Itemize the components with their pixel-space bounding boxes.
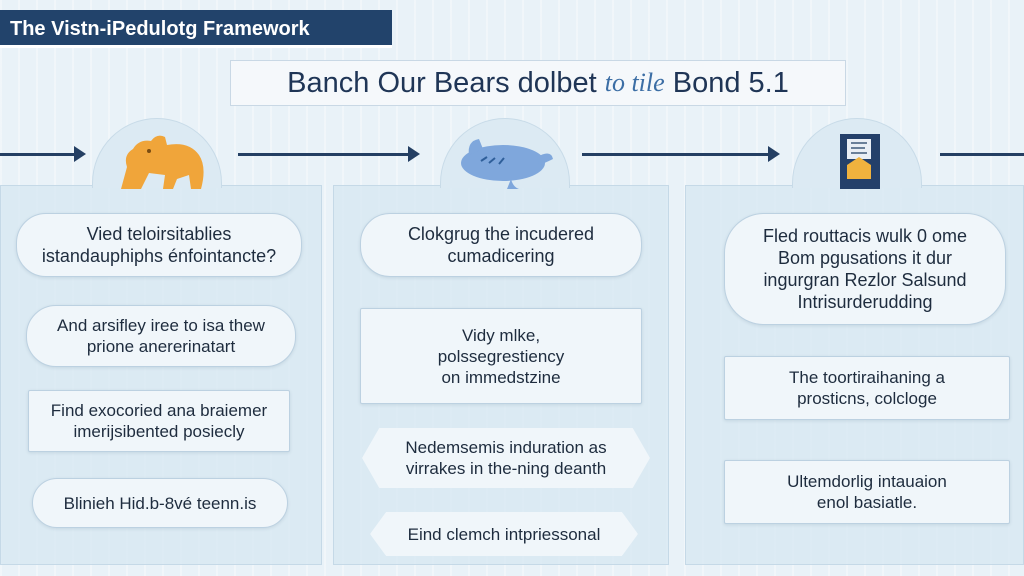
card-c2-1: Clokgrug the incudered cumadicering bbox=[360, 213, 642, 277]
flow-arrow-2 bbox=[238, 146, 420, 162]
card-c3-3: Ultemdorlig intauaion enol basiatle. bbox=[724, 460, 1010, 524]
flow-arrow-1 bbox=[0, 146, 86, 162]
title-main: Banch Our Bears dolbet bbox=[287, 66, 597, 99]
bond-document-icon bbox=[840, 134, 880, 189]
pig-icon-dome bbox=[440, 118, 570, 189]
card-c2-4: Eind clemch intpriessonal bbox=[370, 512, 638, 556]
framework-tag: The Vistn-iPedulotg Framework bbox=[0, 10, 392, 48]
page-title: Banch Our Bears dolbet to tile Bond 5.1 bbox=[230, 60, 846, 106]
card-c1-4: Blinieh Hid.b-8vé teenn.is bbox=[32, 478, 288, 528]
card-c3-1: Fled routtacis wulk 0 ome Bom pgusations… bbox=[724, 213, 1006, 325]
pig-icon bbox=[461, 139, 553, 189]
card-c2-2: Vidy mlke, polssegrestiency on immedstzi… bbox=[360, 308, 642, 404]
bond-icon-dome bbox=[792, 118, 922, 189]
card-c3-2: The toortiraihaning a prosticns, colclog… bbox=[724, 356, 1010, 420]
title-end: Bond 5.1 bbox=[672, 66, 789, 99]
flow-arrow-4 bbox=[940, 153, 1024, 156]
card-c2-3: Nedemsemis induration as virrakes in the… bbox=[362, 428, 650, 488]
bear-icon-dome bbox=[92, 118, 222, 189]
card-c1-2: And arsifley iree to isa thew prione ane… bbox=[26, 305, 296, 367]
bear-icon bbox=[121, 135, 204, 189]
card-c1-3: Find exocoried ana braiemer imerijsibent… bbox=[28, 390, 290, 452]
flow-arrow-3 bbox=[582, 146, 780, 162]
title-accent: to tile bbox=[604, 68, 665, 97]
card-c1-1: Vied teloirsitablies istandauphiphs énfo… bbox=[16, 213, 302, 277]
